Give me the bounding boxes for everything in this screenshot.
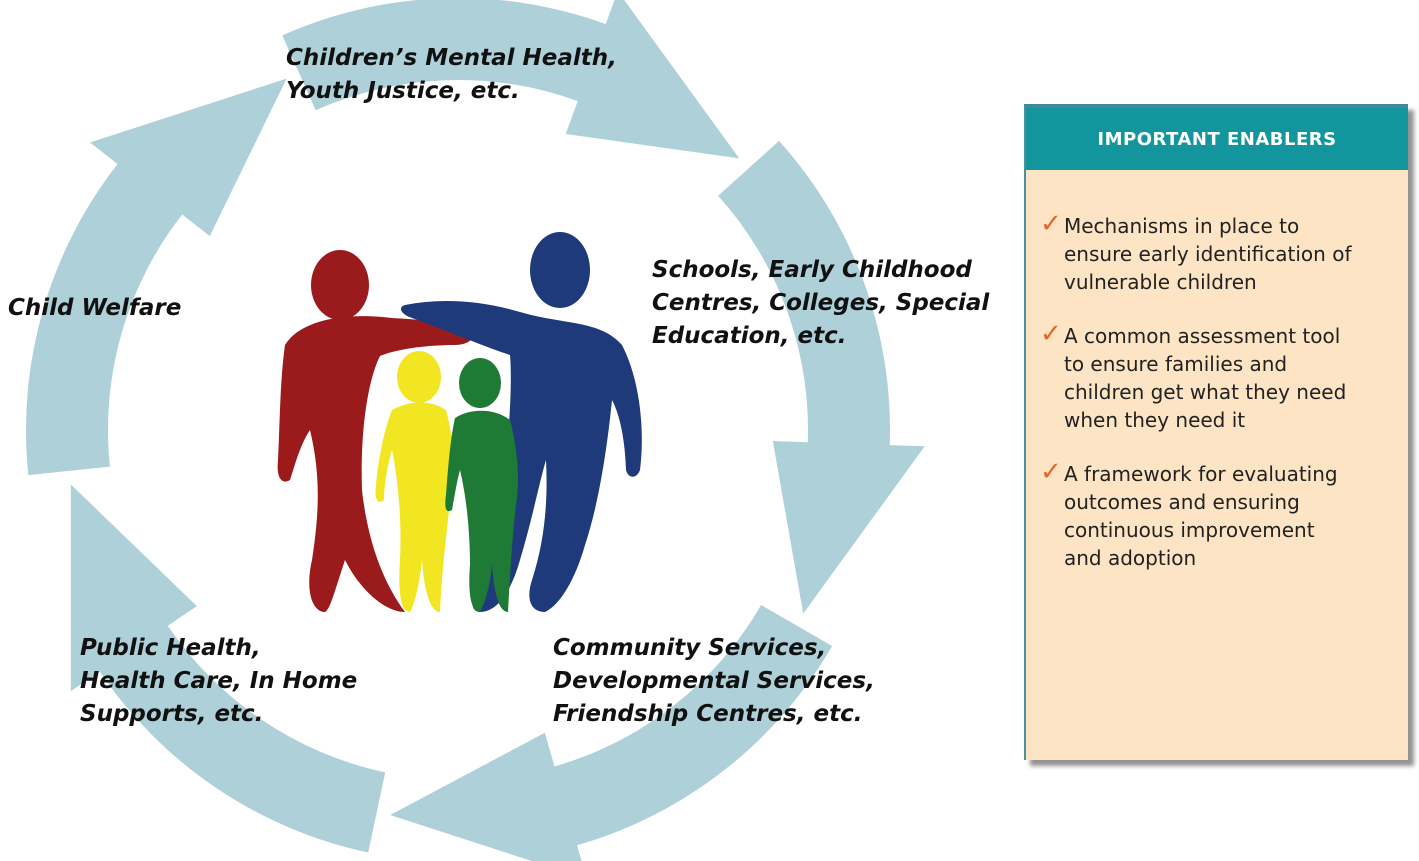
enabler-item: ✓ A common assessment tool to ensure fam…	[1040, 319, 1398, 434]
checkmark-icon: ✓	[1040, 319, 1062, 349]
family-icon	[277, 232, 642, 612]
enabler-item: ✓ A framework for evaluating outcomes an…	[1040, 457, 1398, 572]
cycle-arrow-right	[718, 140, 925, 614]
sector-label-community-services: Community Services, Developmental Servic…	[553, 632, 875, 731]
cycle-arrow-bottom-left	[70, 484, 386, 853]
green-figure	[445, 358, 518, 612]
cycle-arrows	[25, 0, 925, 861]
sector-label-line: Children’s Mental Health,	[286, 45, 617, 71]
enablers-list: ✓ Mechanisms in place to ensure early id…	[1026, 170, 1408, 572]
enabler-text: A framework for evaluating outcomes and …	[1064, 462, 1338, 570]
enablers-panel: IMPORTANT ENABLERS ✓ Mechanisms in place…	[1024, 104, 1408, 760]
sector-label-line: Youth Justice, etc.	[286, 78, 520, 104]
sector-label-line: Health Care, In Home	[80, 668, 358, 694]
sector-label-line: Child Welfare	[8, 295, 182, 321]
checkmark-icon: ✓	[1040, 457, 1062, 487]
yellow-figure	[375, 351, 454, 612]
sector-label-line: Supports, etc.	[80, 701, 264, 727]
enablers-title: IMPORTANT ENABLERS	[1026, 108, 1408, 170]
sector-label-line: Centres, Colleges, Special	[652, 290, 990, 316]
checkmark-icon: ✓	[1040, 209, 1062, 239]
sector-label-line: Education, etc.	[652, 323, 847, 349]
blue-figure	[400, 232, 642, 612]
enabler-text: Mechanisms in place to ensure early iden…	[1064, 214, 1352, 294]
sector-label-schools: Schools, Early Childhood Centres, Colleg…	[652, 254, 989, 353]
cycle-arrow-top	[282, 0, 740, 159]
sector-label-mental-health: Children’s Mental Health, Youth Justice,…	[286, 42, 617, 108]
enabler-text: A common assessment tool to ensure famil…	[1064, 324, 1347, 432]
sector-label-child-welfare: Child Welfare	[8, 292, 181, 325]
sector-label-line: Friendship Centres, etc.	[553, 701, 863, 727]
cycle-diagram	[25, 0, 925, 861]
cycle-arrow-bottom	[390, 605, 833, 861]
sector-label-line: Public Health,	[80, 635, 261, 661]
sector-label-public-health: Public Health, Health Care, In Home Supp…	[80, 632, 357, 731]
sector-label-line: Developmental Services,	[553, 668, 875, 694]
sector-label-line: Schools, Early Childhood	[652, 257, 972, 283]
cycle-arrow-left	[25, 78, 287, 476]
sector-label-line: Community Services,	[553, 635, 827, 661]
enabler-item: ✓ Mechanisms in place to ensure early id…	[1040, 209, 1398, 296]
red-figure	[277, 250, 474, 612]
